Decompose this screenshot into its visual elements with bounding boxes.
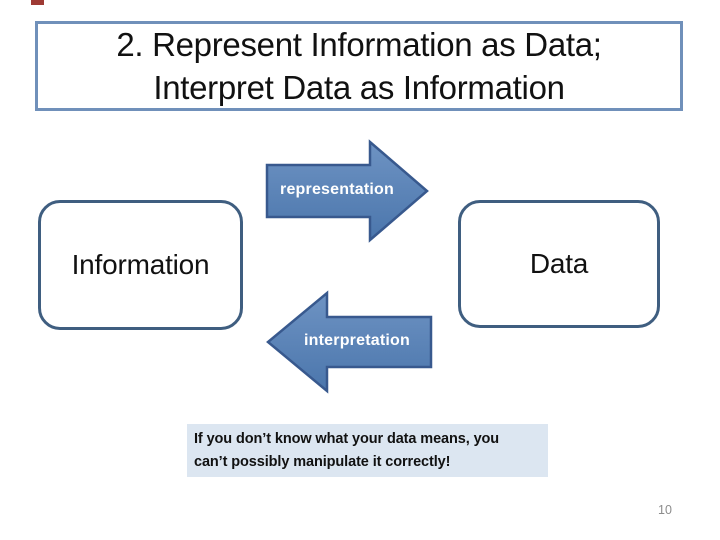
page-number: 10	[658, 503, 672, 517]
slide-title: 2. Represent Information as Data; Interp…	[116, 26, 602, 106]
right-arrow-shape	[265, 139, 429, 243]
corner-mark	[31, 0, 44, 5]
title-box: 2. Represent Information as Data; Interp…	[35, 21, 683, 111]
information-box: Information	[38, 200, 243, 330]
left-arrow-shape	[266, 290, 433, 394]
data-box: Data	[458, 200, 660, 328]
interpretation-arrow	[266, 290, 433, 394]
note-text: If you don’t know what your data means, …	[194, 431, 500, 470]
representation-label: representation	[280, 181, 394, 198]
representation-arrow	[265, 139, 429, 243]
information-label: Information	[71, 249, 210, 280]
note-box: If you don’t know what your data means, …	[187, 424, 548, 477]
interpretation-label: interpretation	[304, 332, 410, 349]
data-label: Data	[529, 248, 589, 279]
